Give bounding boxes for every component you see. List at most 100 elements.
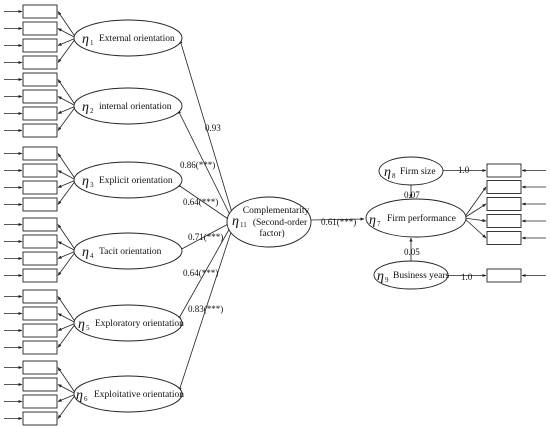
factor-complementarity: η 11 Complementarity (Second-order facto…	[226, 196, 312, 248]
loading-coefficient-4: 0.71(***)	[188, 232, 223, 242]
indicator-box	[22, 217, 58, 232]
indicator-box	[486, 231, 522, 245]
indicator-path	[463, 186, 487, 219]
indicator-box	[22, 146, 58, 161]
path-coefficient-firm-size: 0.07	[404, 190, 420, 200]
indicator-path	[57, 296, 77, 324]
indicator-box	[22, 38, 58, 53]
indicator-path	[57, 79, 77, 107]
factor-firm-performance: η 7 Firm performance	[365, 198, 467, 238]
indicator-path	[57, 322, 77, 331]
indicator-path	[57, 384, 77, 395]
indicator-box	[22, 4, 58, 19]
factor-label-line2: (Second-order	[253, 217, 308, 228]
indicator-path	[57, 179, 77, 188]
factor-subscript: 3	[90, 181, 94, 189]
indicator-path	[57, 241, 77, 252]
eta-symbol: η	[78, 317, 85, 332]
structural-path-arrow	[310, 217, 365, 221]
indicator-path	[57, 105, 77, 114]
eta-symbol: η	[82, 32, 89, 47]
indicator-path	[57, 37, 77, 63]
loading-arrow	[177, 109, 233, 220]
indicator-box	[22, 306, 58, 321]
factor-label: Firm performance	[387, 213, 456, 224]
indicator-box	[22, 21, 58, 36]
loading-coefficient-6: 0.83(***)	[188, 304, 223, 314]
indicator-path	[57, 179, 77, 205]
indicator-box	[22, 163, 58, 178]
indicator-box	[22, 411, 58, 426]
eta-symbol: η	[82, 174, 89, 189]
indicator-path	[57, 11, 77, 39]
indicator-path	[57, 153, 77, 181]
loading-arrow	[178, 228, 233, 392]
factor-label-line3: factor)	[259, 228, 284, 239]
factor-subscript: 7	[377, 220, 381, 228]
factor-external-orientation: η 1 External orientation	[73, 19, 183, 57]
factor-subscript: 5	[86, 324, 90, 332]
factor-label: Tacit orientation	[99, 247, 162, 257]
factor-exploitative-orientation: η 6 Exploitative orientation	[73, 375, 184, 413]
eta-symbol: η	[377, 269, 384, 284]
indicator-path	[57, 322, 77, 348]
indicator-box	[22, 106, 58, 121]
indicator-box	[22, 377, 58, 392]
factor-subscript: 11	[240, 221, 247, 229]
loading-coefficient-1: 0.93	[205, 123, 221, 133]
factor-subscript: 6	[84, 395, 88, 403]
indicator-path	[57, 96, 77, 107]
eta-symbol: η	[369, 213, 376, 228]
eta-symbol: η	[82, 100, 89, 115]
eta-symbol: η	[76, 388, 83, 403]
eta-symbol: η	[232, 214, 239, 229]
indicator-path	[57, 170, 77, 181]
factor-subscript: 8	[392, 172, 396, 180]
indicator-box	[486, 180, 522, 194]
path-coefficient-complementarity: 0.61(***)	[321, 217, 356, 227]
eta-symbol: η	[384, 165, 391, 180]
factor-tacit-orientation: η 4 Tacit orientation	[73, 232, 183, 270]
factor-subscript: 9	[385, 276, 389, 284]
indicator-path	[57, 250, 77, 276]
factor-label: Explicit orientation	[99, 176, 173, 186]
loading-arrow	[176, 183, 232, 222]
factor-exploratory-orientation: η 5 Exploratory orientation	[73, 304, 184, 342]
path-coefficient-business-years: 0.05	[404, 247, 420, 257]
indicator-path	[463, 217, 487, 239]
eta-symbol: η	[82, 245, 89, 260]
factor-subscript: 2	[90, 107, 94, 115]
factor-label: Business years	[393, 271, 450, 281]
indicator-path	[57, 367, 77, 395]
loading-coefficient-5: 0.64(***)	[183, 268, 218, 278]
indicator-path	[57, 393, 77, 419]
factor-label: Exploitative orientation	[94, 390, 184, 400]
indicator-box	[22, 360, 58, 375]
factor-label: External orientation	[99, 34, 175, 44]
loading-arrow	[177, 222, 231, 252]
indicator-box	[22, 394, 58, 409]
factor-subscript: 1	[90, 39, 94, 47]
indicator-box	[22, 180, 58, 195]
indicator-path	[57, 393, 77, 402]
factor-label: internal orientation	[99, 102, 172, 112]
factor-label: Exploratory orientation	[95, 319, 184, 329]
indicator-box	[22, 289, 58, 304]
loading-arrow	[179, 39, 234, 217]
indicator-box	[22, 268, 58, 283]
indicator-box	[22, 251, 58, 266]
indicator-box	[486, 197, 522, 211]
indicator-box	[486, 163, 522, 178]
indicator-box	[486, 214, 522, 228]
indicator-box	[22, 55, 58, 70]
factor-explicit-orientation: η 3 Explicit orientation	[73, 161, 183, 199]
indicator-loading-firm-size: 1.0	[458, 165, 470, 175]
factor-label: Firm size	[400, 167, 436, 177]
factor-label-line1: Complementarity	[243, 206, 310, 216]
indicator-path	[463, 203, 487, 219]
indicator-box	[22, 197, 58, 212]
factor-internal-orientation: η 2 internal orientation	[73, 87, 183, 125]
indicator-path	[57, 37, 77, 46]
indicator-loading-business-years: 1.0	[461, 272, 473, 282]
indicator-path	[57, 105, 77, 131]
